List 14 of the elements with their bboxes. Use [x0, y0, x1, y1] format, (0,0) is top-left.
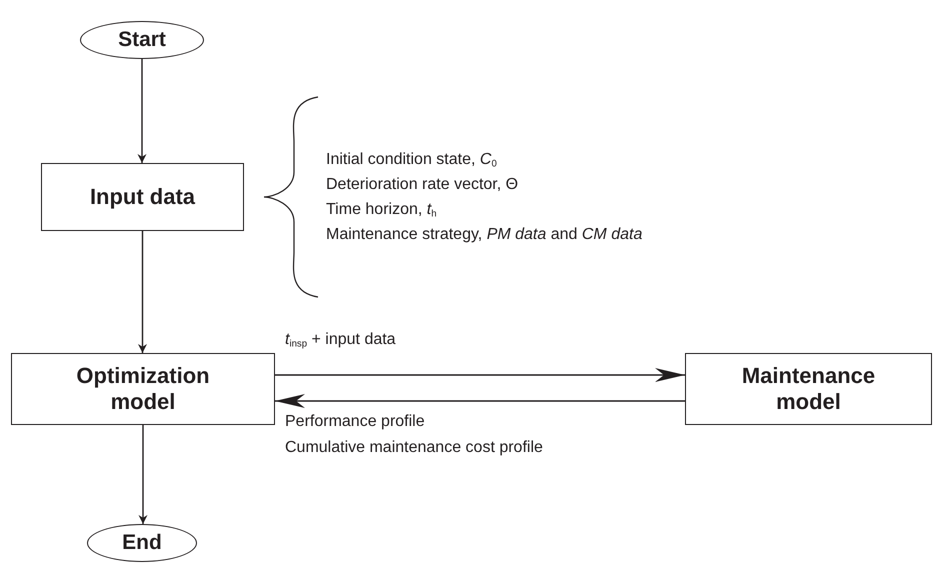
input-item-text: Maintenance strategy, PM data and CM data [326, 225, 642, 245]
input-item-text: Initial condition state, C$_{0}$ [326, 150, 497, 172]
arrow [138, 425, 148, 524]
terminal-ellipse: End [87, 524, 197, 562]
arrow [138, 59, 146, 163]
input-item-text: Time horizon, t$_{h}$ [326, 200, 437, 222]
process-box: Input data [41, 163, 244, 231]
arrow [138, 231, 147, 353]
process-box: Optimization model [11, 353, 275, 425]
input-item-text: Deterioration rate vector, Θ [326, 175, 518, 195]
arrow [275, 394, 685, 408]
process-box: Maintenance model [685, 353, 932, 425]
terminal-ellipse: Start [80, 21, 204, 59]
arrow [275, 368, 685, 382]
